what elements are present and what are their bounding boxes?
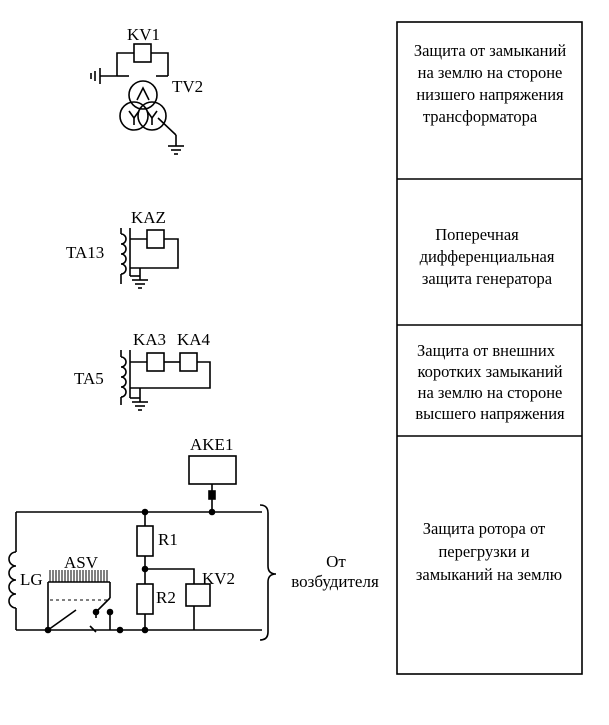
table-cell-1-line-4: трансформатора	[423, 107, 538, 126]
tv2-winding-top	[128, 80, 158, 110]
label-lg: LG	[20, 570, 43, 589]
label-from-exciter-line1: От	[326, 552, 346, 571]
label-tv2: TV2	[172, 77, 203, 96]
label-ka4: KA4	[177, 330, 211, 349]
resistor-r2	[136, 583, 154, 615]
label-ta5: TA5	[74, 369, 104, 388]
table-cell-3-line-2: коротких замыканий	[417, 362, 562, 381]
relay-kv2	[185, 583, 211, 607]
label-ake1: AKE1	[190, 435, 233, 454]
table-cell-4-line-2: перегрузки и	[438, 542, 529, 561]
table-cell-1-line-2: на землю на стороне	[418, 63, 563, 82]
relay-ka3	[146, 352, 165, 372]
asv-contact	[47, 609, 77, 631]
tv2-winding-right	[137, 101, 167, 131]
label-ka3: KA3	[133, 330, 166, 349]
relay-kaz	[146, 229, 165, 249]
table-cell-3-line-3: на землю на стороне	[418, 383, 563, 402]
protection-table	[396, 21, 583, 675]
label-ta13: TA13	[66, 243, 104, 262]
relay-ake1	[188, 455, 237, 485]
label-kv1: KV1	[127, 25, 160, 44]
label-kaz: KAZ	[131, 208, 166, 227]
rotor-protection-block	[8, 455, 277, 641]
table-cell-1-line-1: Защита от замыканий	[414, 41, 566, 60]
label-asv: ASV	[64, 553, 99, 572]
table-cell-1-line-3: низшего напряжения	[416, 85, 564, 104]
table-cell-4-line-1: Защита ротора от	[423, 519, 545, 538]
label-kv2: KV2	[202, 569, 235, 588]
table-cell-3-line-4: высшего напряжения	[415, 404, 565, 423]
table-cell-2-line-2: дифференциальная	[420, 247, 555, 266]
label-from-exciter-line2: возбудителя	[291, 572, 379, 591]
ta5-coil	[120, 356, 127, 398]
relay-kv1	[133, 43, 152, 63]
exciter-brace	[259, 504, 277, 641]
transformer-tv2-block	[90, 43, 184, 155]
lg-winding	[8, 551, 17, 609]
kaz-block	[120, 228, 179, 289]
resistor-r1	[136, 525, 154, 557]
label-r1: R1	[158, 530, 178, 549]
table-cell-2-line-1: Поперечная	[435, 225, 519, 244]
table-cell-3-line-1: Защита от внешних	[417, 341, 556, 360]
tv2-winding-left	[119, 101, 149, 131]
table-border	[396, 21, 583, 675]
label-r2: R2	[156, 588, 176, 607]
ka3-ka4-block	[120, 350, 211, 411]
table-cell-2-line-3: защита генератора	[422, 269, 553, 288]
ta13-coil	[120, 233, 127, 275]
table-cell-4-line-3: замыканий на землю	[416, 565, 562, 584]
relay-ka4	[179, 352, 198, 372]
